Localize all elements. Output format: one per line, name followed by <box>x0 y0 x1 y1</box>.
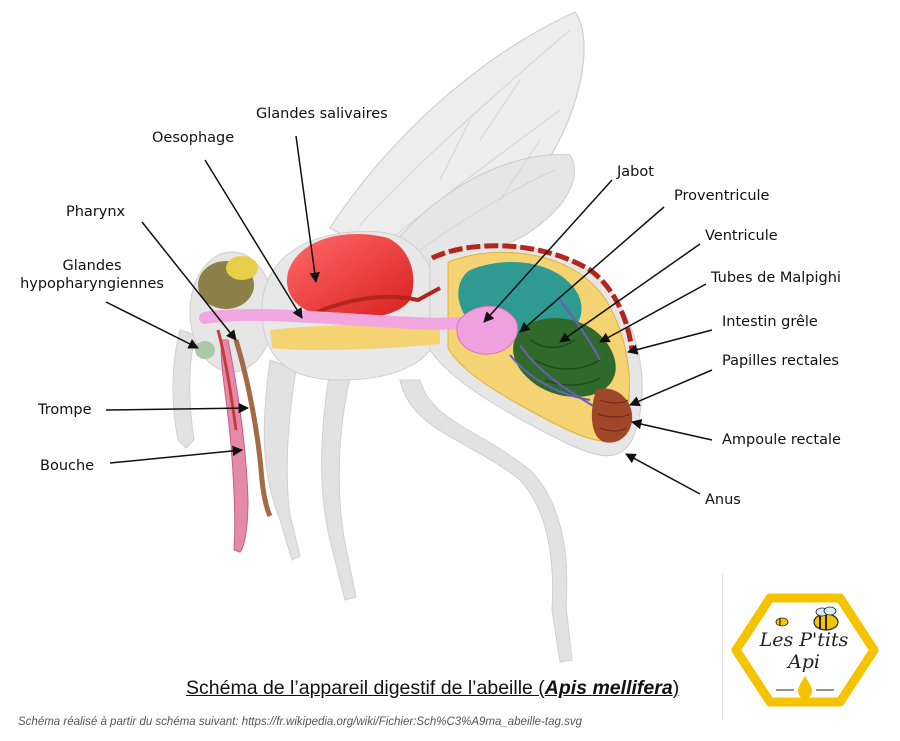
label-tubes-malpighi: Tubes de Malpighi <box>711 270 841 286</box>
line-trompe <box>105 402 250 414</box>
label-papilles-rectales: Papilles rectales <box>722 353 839 369</box>
line-bouche <box>109 445 244 464</box>
bee-icon <box>813 606 839 631</box>
label-glandes-salivaires: Glandes salivaires <box>256 106 388 122</box>
intestine-shape <box>513 318 616 397</box>
title-suffix: ) <box>672 677 680 699</box>
line-jabot <box>483 179 613 323</box>
label-jabot: Jabot <box>617 164 654 180</box>
label-intestin-grele: Intestin grêle <box>722 314 818 330</box>
line-proventricule <box>519 206 665 333</box>
label-ampoule-rectale: Ampoule rectale <box>722 432 841 448</box>
crop-shape <box>456 305 519 355</box>
label-trompe: Trompe <box>38 402 92 418</box>
line-anus <box>625 453 701 495</box>
leader-lines <box>105 135 713 495</box>
logo-divider <box>722 574 723 720</box>
logo-text: Les P'tits Api <box>759 629 849 673</box>
source-credit: Schéma réalisé à partir du schéma suivan… <box>18 716 582 728</box>
line-glandes-hypo <box>105 301 199 349</box>
line-intestin-grele <box>626 329 713 355</box>
line-ampoule-rectale <box>630 418 713 441</box>
label-anus: Anus <box>705 492 741 508</box>
label-oesophage: Oesophage <box>152 130 235 146</box>
digestive-organs <box>195 234 635 553</box>
logo-hexagon <box>731 593 879 707</box>
line-pharynx <box>141 221 237 341</box>
diagram-title: Schéma de l’appareil digestif de l’abeil… <box>186 677 679 700</box>
wings <box>329 11 585 269</box>
legs <box>172 329 573 663</box>
logo <box>731 593 879 707</box>
label-ventricule: Ventricule <box>705 228 778 244</box>
line-ventricule <box>559 243 701 343</box>
label-glandes-hypo: Glandes hypopharyngiennes <box>12 257 172 293</box>
line-glandes-salivaires <box>295 135 320 284</box>
label-proventricule: Proventricule <box>674 188 770 204</box>
line-papilles-rectales <box>629 369 713 407</box>
line-tubes-malpighi <box>599 283 707 343</box>
honey-drop-icon <box>776 676 834 699</box>
title-prefix: Schéma de l’appareil digestif de l’abeil… <box>186 677 545 699</box>
label-bouche: Bouche <box>40 458 95 474</box>
label-pharynx: Pharynx <box>66 204 126 220</box>
line-oesophage <box>204 159 303 319</box>
label-glandes-hypo-line1: Glandes <box>62 258 122 274</box>
label-glandes-hypo-line2: hypopharyngiennes <box>20 276 164 292</box>
title-species: Apis mellifera <box>544 677 673 699</box>
esophagus-shape <box>199 308 476 330</box>
small-bee-icon <box>775 617 789 627</box>
